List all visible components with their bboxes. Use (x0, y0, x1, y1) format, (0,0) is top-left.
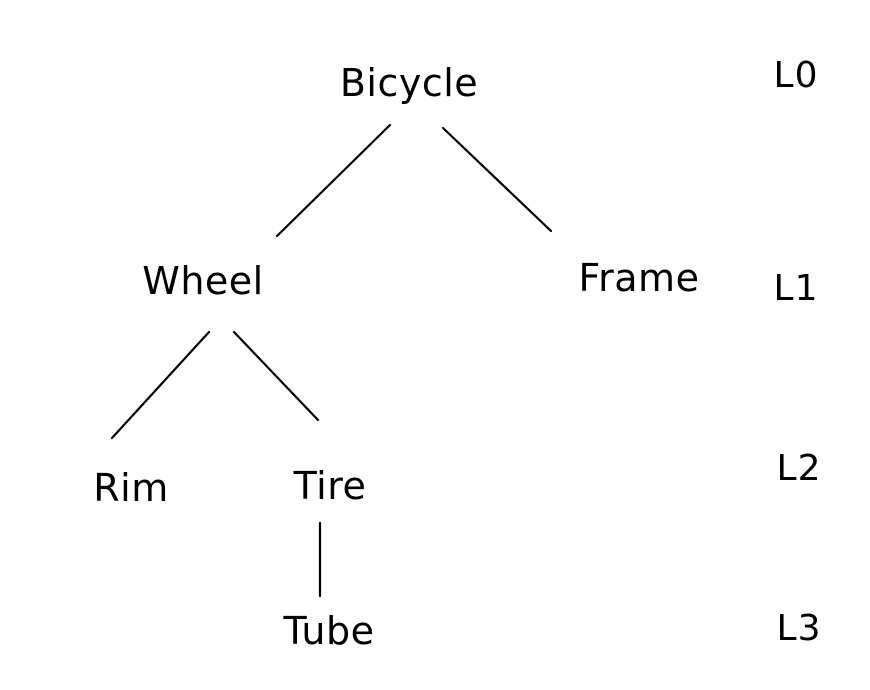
edge-bicycle-to-frame (441, 126, 553, 233)
node-wheel[interactable]: Wheel (142, 259, 264, 303)
level-label-l3: L3 (776, 608, 822, 649)
edge-bicycle-to-wheel (275, 123, 392, 238)
node-tire[interactable]: Tire (293, 464, 367, 508)
node-rim[interactable]: Rim (93, 466, 169, 510)
level-label-l2: L2 (776, 448, 822, 489)
level-label-l0: L0 (773, 55, 819, 96)
level-label-l1: L1 (773, 268, 819, 309)
edge-wheel-to-rim (110, 330, 211, 440)
node-tube[interactable]: Tube (283, 609, 375, 653)
node-frame[interactable]: Frame (578, 256, 700, 300)
edge-wheel-to-tire (232, 330, 320, 422)
node-bicycle[interactable]: Bicycle (339, 61, 479, 105)
